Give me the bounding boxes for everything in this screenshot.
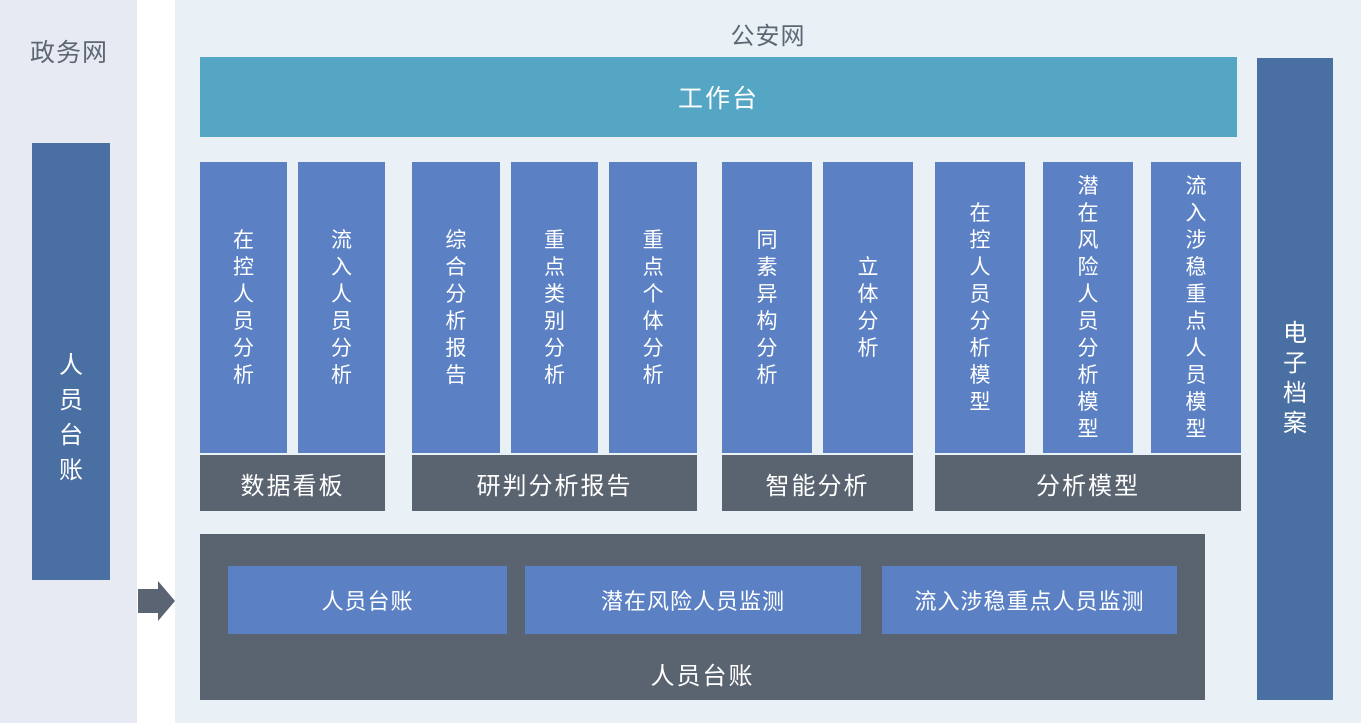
module-column: 重 点 类 别 分 析 [510,162,599,453]
flow-arrow-icon [138,589,158,613]
module-group: 在 控 人 员 分 析 模 型潜 在 风 险 人 员 分 析 模 型流 入 涉 … [935,162,1241,511]
group-label: 数据看板 [200,455,385,511]
personnel-ledger-panel-label: 人员台账 [650,663,755,690]
module-column: 在 控 人 员 分 析 模 型 [935,162,1025,453]
ledger-button: 潜在风险人员监测 [525,566,861,634]
public-security-network-panel: 公安网 工作台 在 控 人 员 分 析流 入 人 员 分 析数据看板综 合 分 … [175,0,1361,723]
workbench-bar: 工作台 [200,57,1237,137]
group-label: 分析模型 [935,455,1241,511]
module-column: 流 入 人 员 分 析 [298,162,385,453]
flow-arrow-head-icon [158,581,175,621]
government-network-title: 政务网 [30,39,109,67]
ledger-button: 人员台账 [228,566,507,634]
government-network-panel: 政务网 人 员 台 账 [0,0,137,723]
module-column: 立 体 分 析 [823,162,913,453]
ledger-button: 流入涉稳重点人员监测 [882,566,1177,634]
module-column: 综 合 分 析 报 告 [412,162,500,453]
module-groups: 在 控 人 员 分 析流 入 人 员 分 析数据看板综 合 分 析 报 告重 点… [200,162,1241,511]
group-label: 研判分析报告 [412,455,697,511]
group-label: 智能分析 [722,455,913,511]
module-group: 综 合 分 析 报 告重 点 类 别 分 析重 点 个 体 分 析研判分析报告 [412,162,698,511]
module-column: 潜 在 风 险 人 员 分 析 模 型 [1043,162,1133,453]
personnel-ledger-side-bar: 人 员 台 账 [32,143,110,580]
module-column: 同 素 异 构 分 析 [722,162,812,453]
module-group: 同 素 异 构 分 析立 体 分 析智能分析 [722,162,913,511]
public-security-network-title: 公安网 [730,23,806,50]
module-group: 在 控 人 员 分 析流 入 人 员 分 析数据看板 [200,162,385,511]
personnel-ledger-panel: 人员台账 人员台账潜在风险人员监测流入涉稳重点人员监测 [200,534,1205,700]
module-column: 重 点 个 体 分 析 [609,162,698,453]
module-column: 流 入 涉 稳 重 点 人 员 模 型 [1151,162,1241,453]
module-column: 在 控 人 员 分 析 [200,162,287,453]
electronic-archive-bar: 电 子 档 案 [1257,58,1333,700]
